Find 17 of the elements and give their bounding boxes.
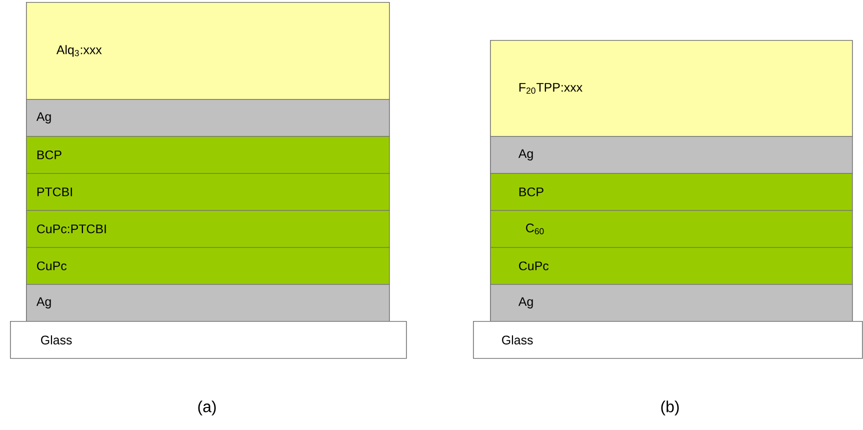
layer-box: Glass xyxy=(473,321,863,359)
layer-box: BCP xyxy=(490,173,853,211)
layer-box: Ag xyxy=(26,284,390,322)
layer-box: CuPc xyxy=(490,247,853,285)
panel-label: (a) xyxy=(198,400,216,416)
layer-box: Ag xyxy=(490,284,853,322)
layer-box: PTCBI xyxy=(26,173,390,211)
layer-box: Glass xyxy=(10,321,407,359)
layer-box: CuPc xyxy=(26,247,390,285)
layer-box: C$_{60}$ xyxy=(490,210,853,248)
layer-box: BCP xyxy=(26,136,390,174)
layer-box: Alq$_{3}$:xxx xyxy=(26,2,390,100)
layer-box: Ag xyxy=(26,99,390,137)
panel-label: (b) xyxy=(661,400,679,416)
layer-box: Ag xyxy=(490,136,853,174)
layer-box: F$_{20}$TPP:xxx xyxy=(490,40,853,137)
layer-box: CuPc:PTCBI xyxy=(26,210,390,248)
